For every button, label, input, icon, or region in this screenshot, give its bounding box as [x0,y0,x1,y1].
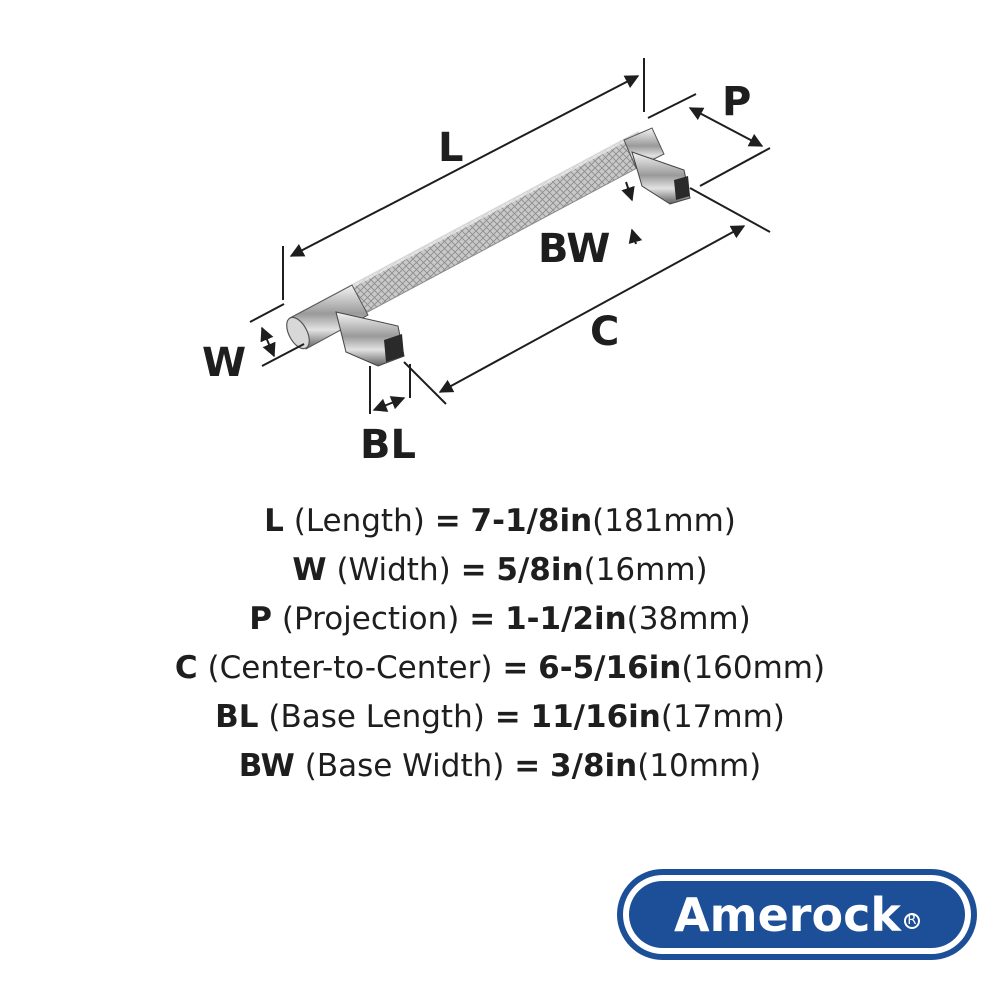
spec-imperial: 7-1/8in [470,503,593,539]
spec-imperial: 11/16in [530,699,661,735]
spec-row-width: W (Width) = 5/8in(16mm) [0,546,1000,595]
brand-name: Amerock [674,887,901,942]
spec-code: P [249,601,273,637]
spec-name: (Base Width) [304,748,505,784]
spec-name: (Center-to-Center) [207,650,493,686]
spec-code: W [292,552,327,588]
spec-row-base-width: BW (Base Width) = 3/8in(10mm) [0,742,1000,791]
logo-badge: Amerock R [629,881,965,948]
logo-ring: Amerock R [623,875,971,954]
spec-equals: = [494,699,521,735]
projection-label: P [722,79,752,125]
spec-metric: (38mm) [626,601,751,637]
spec-metric: (17mm) [660,699,785,735]
spec-equals: = [460,552,487,588]
spec-code: L [264,503,284,539]
cabinet-pull-illustration [249,58,771,414]
spec-equals: = [502,650,529,686]
spec-name: (Base Length) [268,699,485,735]
spec-name: (Projection) [281,601,460,637]
dimension-spec-list: L (Length) = 7-1/8in(181mm) W (Width) = … [0,497,1000,791]
spec-name: (Width) [336,552,451,588]
spec-metric: (16mm) [583,552,708,588]
spec-metric: (10mm) [637,748,762,784]
spec-imperial: 1-1/2in [505,601,627,637]
center-to-center-label: C [590,309,620,355]
spec-row-length: L (Length) = 7-1/8in(181mm) [0,497,1000,546]
spec-metric: (160mm) [681,650,826,686]
amerock-logo: Amerock R [617,869,977,960]
dimension-lines [249,58,771,414]
spec-equals: = [434,503,461,539]
spec-code: C [174,650,198,686]
spec-equals: = [469,601,496,637]
spec-row-center-to-center: C (Center-to-Center) = 6-5/16in(160mm) [0,644,1000,693]
base-length-label: BL [360,422,416,468]
spec-row-projection: P (Projection) = 1-1/2in(38mm) [0,595,1000,644]
spec-code: BW [238,748,295,784]
base-width-label: BW [538,226,611,272]
spec-metric: (181mm) [592,503,736,539]
spec-equals: = [514,748,541,784]
left-post [286,284,405,367]
registered-mark-icon: R [903,912,920,929]
spec-imperial: 5/8in [496,552,584,588]
spec-code: BL [215,699,259,735]
spec-imperial: 3/8in [550,748,638,784]
width-label: W [202,340,247,386]
length-label: L [438,125,464,171]
spec-imperial: 6-5/16in [538,650,682,686]
dimension-diagram: L P BW C W BL [0,0,1000,480]
spec-name: (Length) [293,503,425,539]
spec-row-base-length: BL (Base Length) = 11/16in(17mm) [0,693,1000,742]
